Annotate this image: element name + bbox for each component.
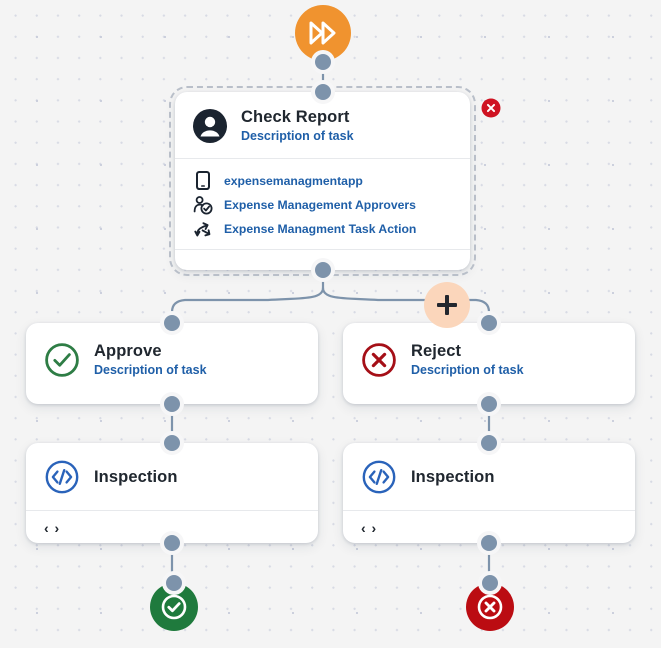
code-snippet-placeholder: ‹ › [44, 520, 61, 536]
card-header: Reject Description of task [343, 323, 635, 392]
close-icon[interactable] [481, 98, 501, 118]
node-inspection-left[interactable]: Inspection ‹ › [26, 443, 318, 543]
node-subtitle: Description of task [241, 128, 354, 143]
end-failure[interactable] [466, 583, 514, 631]
node-approve[interactable]: Approve Description of task [26, 323, 318, 404]
node-inspection-right[interactable]: Inspection ‹ › [343, 443, 635, 543]
person-check-icon [193, 195, 213, 215]
list-item-label: Expense Management Approvers [224, 197, 416, 212]
node-title: Inspection [94, 467, 178, 486]
card-attribute-list: expensemanagmentapp Expense Management A… [175, 159, 470, 249]
start-trigger[interactable] [295, 5, 351, 61]
port-reject-out[interactable] [481, 396, 497, 412]
port-inspection-left-in[interactable] [164, 435, 180, 451]
page-title: Check Report [241, 108, 350, 126]
card-header: Inspection [343, 443, 635, 510]
list-item[interactable]: Expense Managment Task Action [193, 217, 452, 241]
port-inspection-left-out[interactable] [164, 535, 180, 551]
list-item-label: Expense Managment Task Action [224, 221, 417, 236]
port-approve-out[interactable] [164, 396, 180, 412]
card-header: Inspection [26, 443, 318, 510]
divider [175, 248, 470, 250]
divider [175, 157, 470, 159]
node-title: Inspection [411, 467, 495, 486]
port-check-report-in[interactable] [315, 84, 331, 100]
card-header: Check Report Description of task [175, 92, 470, 158]
port-trigger-out[interactable] [315, 54, 331, 70]
node-title: Approve [94, 342, 162, 361]
code-snippet-placeholder: ‹ › [361, 520, 378, 536]
port-end-success-in[interactable] [166, 575, 182, 591]
node-subtitle: Description of task [411, 362, 524, 377]
divider [26, 510, 318, 511]
node-subtitle: Description of task [94, 362, 207, 377]
port-reject-in[interactable] [481, 315, 497, 331]
x-ring-icon [477, 594, 503, 620]
node-check-report[interactable]: Check Report Description of task expense… [169, 86, 476, 276]
code-circle-icon [362, 460, 396, 494]
port-check-report-out[interactable] [315, 262, 331, 278]
mobile-phone-icon [193, 171, 213, 191]
port-inspection-right-out[interactable] [481, 535, 497, 551]
end-success[interactable] [150, 583, 198, 631]
list-item[interactable]: Expense Management Approvers [193, 193, 452, 217]
person-icon [193, 108, 227, 143]
node-reject[interactable]: Reject Description of task [343, 323, 635, 404]
divider [343, 510, 635, 511]
list-item[interactable]: expensemanagmentapp [193, 169, 452, 193]
code-circle-icon [45, 460, 79, 494]
node-title: Reject [411, 342, 462, 361]
check-ring-icon [161, 594, 187, 620]
fast-forward-icon [309, 21, 336, 45]
check-circle-icon [45, 343, 79, 377]
add-step-button[interactable] [424, 282, 470, 328]
port-end-failure-in[interactable] [482, 575, 498, 591]
port-inspection-right-in[interactable] [481, 435, 497, 451]
close-glyph [486, 103, 496, 113]
port-approve-in[interactable] [164, 315, 180, 331]
x-circle-icon [362, 343, 396, 377]
list-item-label: expensemanagmentapp [224, 173, 363, 188]
card-header: Approve Description of task [26, 323, 318, 392]
branch-arrows-icon [193, 219, 213, 239]
